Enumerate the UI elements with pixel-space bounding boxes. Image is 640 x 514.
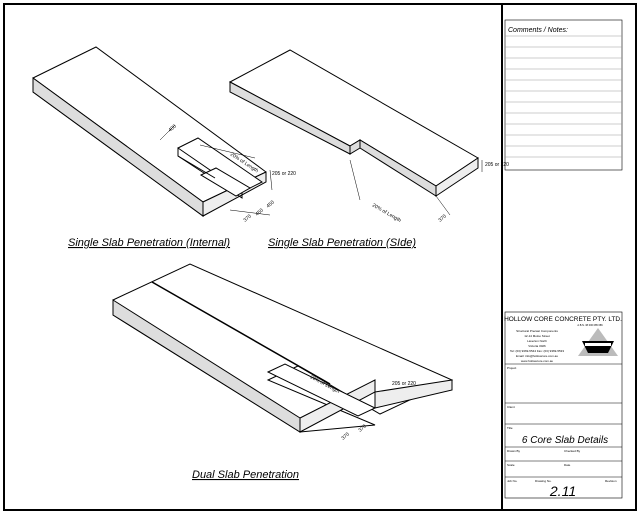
dim-length: 20% of Length bbox=[371, 203, 402, 224]
slab2-dimensions bbox=[349, 159, 483, 216]
address-line: Structural Precast Components bbox=[516, 329, 558, 333]
address-line: 12-14 Moloo Street bbox=[524, 334, 550, 338]
label-date: Date bbox=[564, 463, 571, 467]
sheet-border bbox=[3, 3, 637, 511]
company-logo bbox=[578, 328, 618, 356]
dim-depth: 205 or 220 bbox=[272, 171, 296, 177]
label-revision: Revision bbox=[605, 479, 617, 483]
company-address: Structural Precast Components 12-14 Molo… bbox=[510, 329, 564, 363]
dim-depth: 205 or 220 bbox=[392, 381, 416, 387]
address-line: Tel: (03) 9369-5544 Fax: (03) 9369-5533 bbox=[510, 349, 564, 353]
company-abn: A.B.N. 38 006 085 686 bbox=[577, 324, 603, 327]
drawing-title: 6 Core Slab Details bbox=[522, 435, 608, 446]
notes-box: Comments / Notes: bbox=[504, 19, 623, 171]
caption-side: Single Slab Penetration (SIde) bbox=[268, 237, 416, 249]
label-drawing-no: Drawing No. bbox=[535, 479, 552, 483]
company-name: HOLLOW CORE CONCRETE PTY. LTD. bbox=[504, 316, 622, 323]
address-line: Email: info@hollowcore.com.au bbox=[516, 354, 558, 358]
slab1-dimensions bbox=[159, 124, 273, 216]
dim-depth: 205 or 220 bbox=[485, 162, 509, 168]
caption-dual: Dual Slab Penetration bbox=[192, 469, 299, 481]
label-project: Project bbox=[507, 366, 517, 370]
slab-side-penetration bbox=[228, 49, 479, 197]
label-client: Client bbox=[507, 405, 515, 409]
label-title: Title bbox=[507, 426, 513, 430]
dim-370b: 370 bbox=[357, 423, 367, 433]
dim-450b: 450 bbox=[265, 199, 275, 209]
label-checked-by: Checked By bbox=[564, 449, 581, 453]
label-scale: Scale bbox=[507, 463, 515, 467]
dim-450a: 450 bbox=[254, 207, 264, 217]
title-block: HOLLOW CORE CONCRETE PTY. LTD. A.B.N. 38… bbox=[504, 311, 623, 499]
address-line: www.hollowcore.com.au bbox=[521, 359, 554, 363]
label-job-no: Job No. bbox=[507, 479, 518, 483]
dim-400: 400 bbox=[167, 123, 177, 133]
caption-internal: Single Slab Penetration (Internal) bbox=[68, 237, 230, 249]
slab-internal-penetration bbox=[32, 46, 267, 217]
address-line: Victoria 3026 bbox=[528, 344, 546, 348]
address-line: Laverton North bbox=[527, 339, 547, 343]
dim-370: 370 bbox=[437, 213, 447, 223]
notes-title: Comments / Notes: bbox=[508, 27, 568, 34]
dim-370: 370 bbox=[242, 213, 252, 223]
slab-dual-penetration bbox=[112, 263, 454, 433]
label-drawn-by: Drawn By bbox=[507, 449, 521, 453]
dim-370a: 370 bbox=[340, 431, 350, 441]
drawing-number: 2.11 bbox=[549, 483, 576, 499]
